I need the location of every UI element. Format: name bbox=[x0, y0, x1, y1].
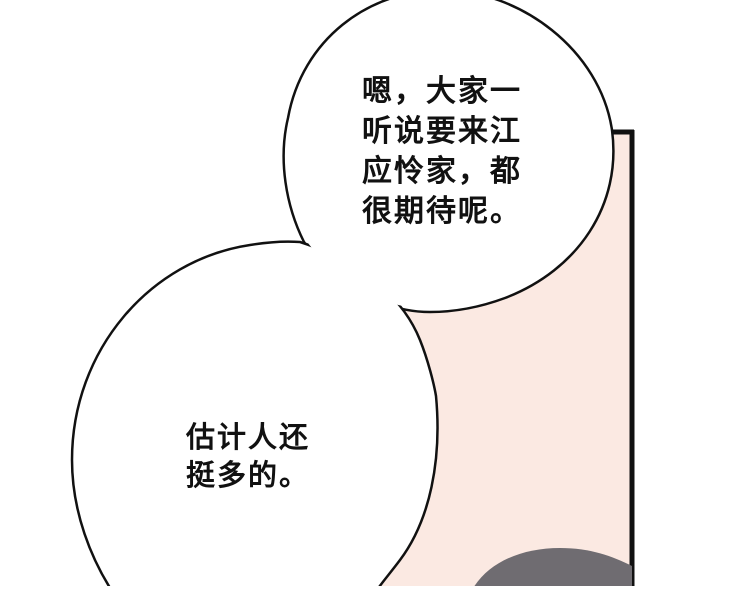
character-hair bbox=[472, 548, 632, 590]
dialogue-line: 嗯，大家一 bbox=[362, 74, 522, 109]
speech-bubble-lower-text: 估计人还 挺多的。 bbox=[186, 418, 310, 494]
dialogue-line: 挺多的。 bbox=[186, 458, 311, 492]
speech-bubble-upper-fill bbox=[286, 0, 611, 309]
speech-bubble-lower-fill bbox=[76, 245, 434, 590]
dialogue-line: 估计人还 bbox=[186, 420, 311, 454]
dialogue-line: 很期待呢。 bbox=[362, 194, 522, 229]
dialogue-line: 应怜家，都 bbox=[362, 154, 522, 189]
speech-bubble-upper-text: 嗯，大家一 听说要来江 应怜家，都 很期待呢。 bbox=[362, 72, 522, 232]
dialogue-line: 听说要来江 bbox=[362, 114, 522, 149]
